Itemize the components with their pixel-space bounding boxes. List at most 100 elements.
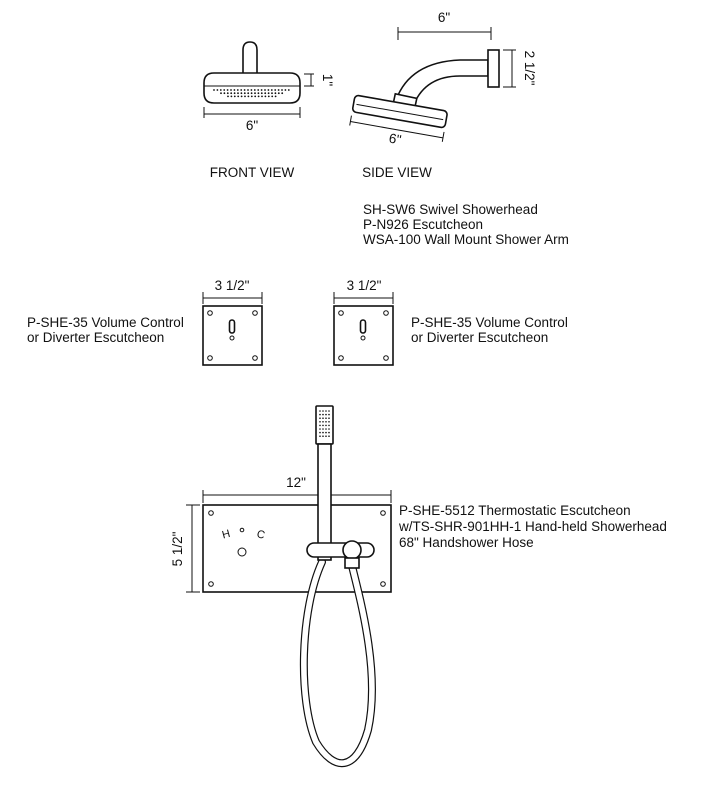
spray-hole: [325, 417, 327, 420]
volume-control-right-label-line-2: or Diverter Escutcheon: [411, 330, 548, 345]
volume-control-right: 3 1/2" P-SHE-35 Volume Control or Divert…: [333, 278, 568, 366]
spray-hole: [328, 421, 330, 423]
spray-hole: [325, 428, 327, 430]
spray-hole: [319, 431, 321, 434]
spray-hole: [325, 431, 327, 434]
side-view-head-ext-right: [441, 131, 445, 142]
volume-control-right-screw-tl: [338, 310, 344, 316]
nozzle-dot: [257, 92, 260, 95]
side-view-caption: SIDE VIEW: [362, 165, 432, 180]
nozzle-dot: [271, 92, 273, 95]
spray-hole: [325, 410, 327, 412]
thermostatic-label-line-3: 68" Handshower Hose: [399, 535, 534, 550]
volume-control-right-screw-bl: [338, 355, 344, 361]
nozzle-dot: [223, 89, 226, 91]
nozzle-dot: [247, 92, 250, 95]
spray-hole: [322, 417, 324, 420]
side-view-drop-dim-text: 2 1/2": [522, 51, 537, 86]
nozzle-dot: [243, 89, 246, 91]
nozzle-dot: [244, 95, 246, 98]
side-view-head-dim-text: 6": [388, 131, 403, 148]
spray-hole: [319, 410, 321, 412]
thermostatic-cold-mark: C: [255, 528, 266, 542]
volume-control-left-screw-tl: [207, 310, 213, 316]
parts-list-item-escutcheon: P-N926 Escutcheon: [363, 217, 483, 232]
spray-hole: [325, 413, 327, 416]
spray-hole: [319, 428, 321, 430]
nozzle-dot: [257, 89, 260, 91]
nozzle-dot: [240, 89, 243, 91]
thermostatic-screw-tr: [380, 510, 386, 516]
volume-control-left-lever: [228, 319, 236, 334]
nozzle-dot: [233, 95, 236, 98]
spray-hole: [328, 413, 330, 416]
nozzle-dot: [277, 92, 280, 95]
nozzle-dot: [230, 95, 233, 98]
nozzle-dot: [230, 89, 232, 91]
spray-hole: [322, 431, 324, 434]
volume-control-left-label-line-2: or Diverter Escutcheon: [27, 330, 164, 345]
side-view-head: [351, 94, 448, 129]
front-view-width-dim-text: 6": [246, 118, 259, 133]
spray-hole: [322, 421, 324, 423]
hand-shower-holder-knob: [342, 540, 362, 560]
thermostatic-handle-hub: [237, 547, 247, 557]
nozzle-dot: [250, 92, 253, 95]
thermostatic-screw-tl: [208, 510, 214, 516]
spray-hole: [325, 424, 327, 427]
side-view-wall-flange: [487, 49, 500, 88]
nozzle-dot: [243, 92, 246, 95]
spray-hole: [328, 431, 330, 434]
nozzle-dot: [216, 89, 219, 91]
nozzle-dot: [281, 92, 284, 95]
nozzle-dot: [254, 95, 257, 98]
parts-list-item-shower-arm: WSA-100 Wall Mount Shower Arm: [363, 232, 569, 247]
nozzle-dot: [261, 95, 263, 98]
nozzle-dot: [233, 92, 236, 95]
nozzle-dot: [257, 95, 260, 98]
spray-hole: [319, 424, 321, 427]
thermostatic-width-dim-text: 12": [286, 475, 306, 490]
thermostatic-height-dim-text: 5 1/2": [170, 531, 185, 566]
nozzle-dot: [270, 89, 273, 91]
nozzle-dot: [227, 95, 229, 98]
spray-hole: [328, 424, 330, 427]
spray-hole: [328, 435, 330, 438]
spray-hole: [325, 435, 327, 438]
spray-hole: [322, 428, 324, 430]
nozzle-dot: [260, 89, 263, 91]
nozzle-dot: [260, 92, 263, 95]
nozzle-dot: [274, 89, 277, 91]
nozzle-dot: [284, 89, 287, 91]
nozzle-dot: [220, 92, 222, 95]
volume-control-left-label-line-1: P-SHE-35 Volume Control: [27, 315, 184, 330]
nozzle-dot: [240, 95, 243, 98]
nozzle-dot: [254, 92, 256, 95]
nozzle-dot: [237, 92, 239, 95]
spray-hole: [328, 410, 330, 412]
nozzle-dot: [264, 92, 267, 95]
spray-hole: [319, 435, 321, 438]
hand-shower-spray-face: [319, 410, 330, 438]
volume-control-right-label-line-1: P-SHE-35 Volume Control: [411, 315, 568, 330]
nozzle-dot: [240, 92, 243, 95]
nozzle-dot: [247, 95, 250, 98]
volume-control-left-screw-bl: [207, 355, 213, 361]
front-view-neck: [242, 41, 258, 79]
hose-outlet-connector: [344, 557, 360, 569]
nozzle-dot: [274, 95, 277, 98]
nozzle-dot: [267, 92, 270, 95]
front-view-head: [203, 72, 301, 104]
thermostatic-label-line-2: w/TS-SHR-901HH-1 Hand-held Showerhead: [398, 519, 667, 534]
thermostatic-hot-mark: H: [221, 528, 232, 542]
nozzle-dot: [264, 95, 267, 98]
nozzle-dot: [236, 89, 239, 91]
side-view-head-dimension: 6": [349, 115, 445, 148]
showerhead-parts-list: SH-SW6 Swivel Showerhead P-N926 Escutche…: [363, 202, 569, 247]
thermostatic-section: 12" 5 1/2" H C P-SHE-5512 Thermostatic E…: [170, 405, 667, 768]
front-view-drawing: 1" 6" FRONT VIEW: [203, 41, 335, 180]
nozzle-dot: [250, 95, 253, 98]
spray-hole: [322, 435, 324, 438]
